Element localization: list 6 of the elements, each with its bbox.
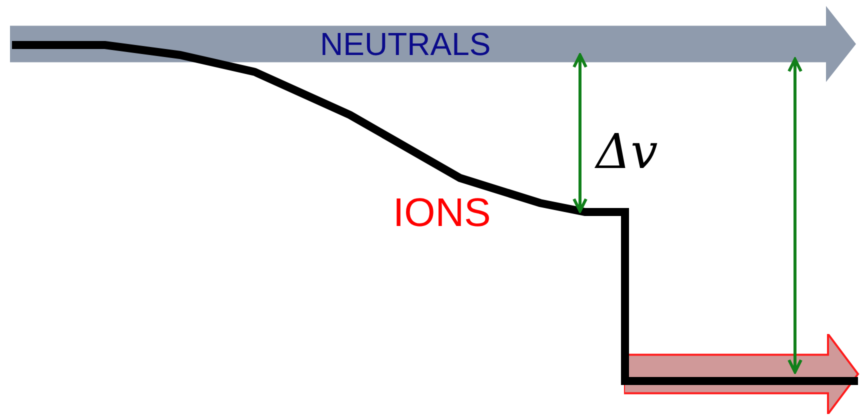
arrow-label: NEUTRALS (320, 26, 491, 63)
ions-label: IONS (393, 193, 491, 233)
neutrals-arrow (10, 6, 858, 82)
ions-arrow (624, 334, 860, 414)
velocity-difference-arrow (788, 58, 802, 374)
delta-v-label: Δv (596, 128, 658, 176)
